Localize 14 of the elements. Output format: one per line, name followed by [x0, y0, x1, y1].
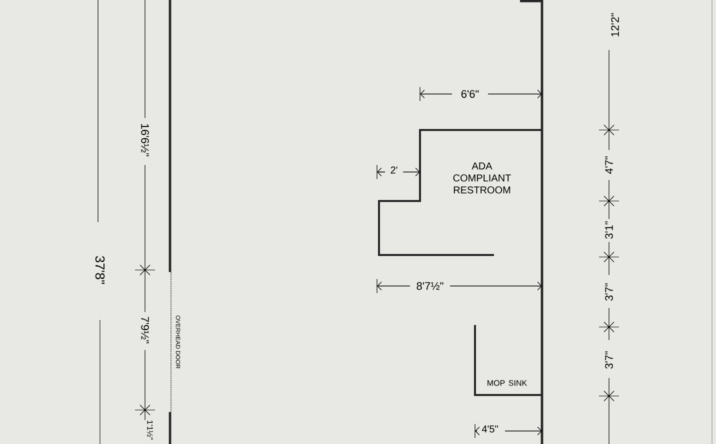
dimension-label: 6'6" [461, 90, 479, 98]
dimension-label: 4'5" [482, 426, 498, 432]
dimension-label: 37'8" [95, 256, 105, 284]
dimension-label: 4'7" [605, 156, 613, 174]
dimension-label: 16'6½" [141, 124, 149, 156]
dimension-label: 8'7½" [416, 282, 444, 290]
dimension-label: 2' [390, 166, 398, 174]
room-outline: MOP SINK [474, 325, 542, 396]
dimension-label: 3'7" [605, 283, 613, 301]
dimension-label: 7'9½" [141, 316, 149, 344]
dimension-label: 1'1½" [147, 420, 153, 440]
dimension-label: 3'7" [605, 351, 613, 369]
dimension-label: 3'1" [605, 221, 613, 239]
dimension-label: 12'2" [611, 13, 619, 36]
